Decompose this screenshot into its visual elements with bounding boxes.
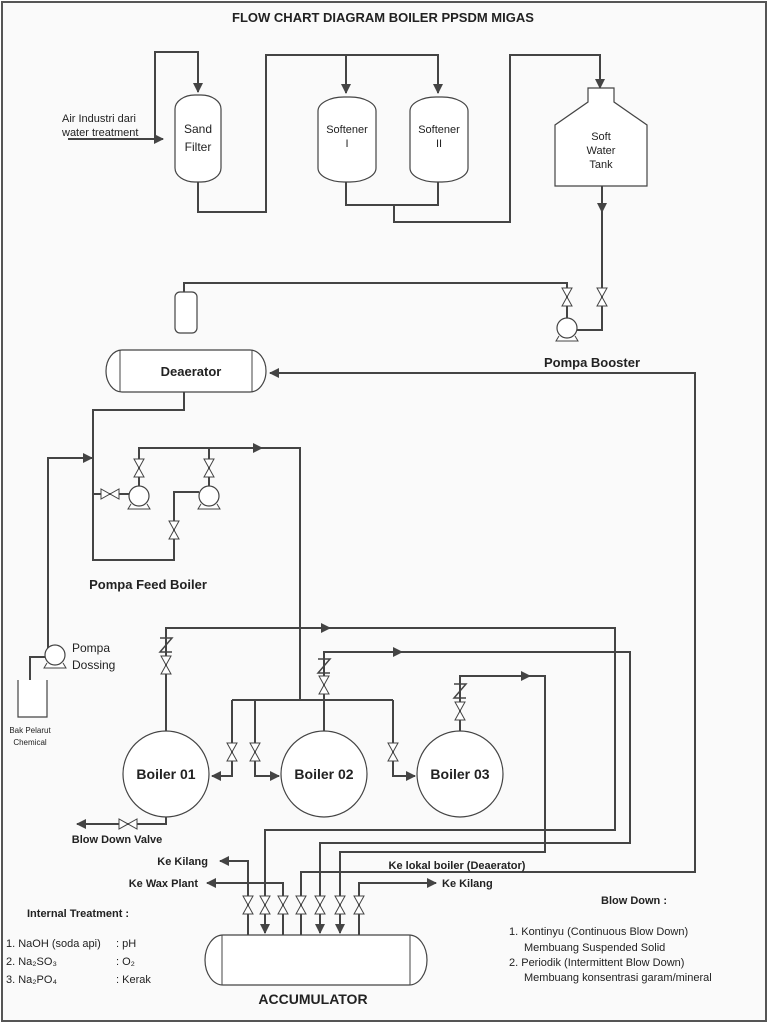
accumulator	[204, 934, 428, 986]
soft-water-tank-label-3: Tank	[589, 159, 613, 171]
boiler-01-label: Boiler 01	[136, 766, 195, 782]
soft-water-tank-label-2: Water	[587, 145, 616, 157]
treatment-item: 1. NaOH (soda api)	[6, 938, 101, 950]
treatment-item: 2. Na₂SO₃	[6, 956, 57, 968]
dossing-pump-icon	[43, 644, 67, 669]
blow-down-line: 1. Kontinyu (Continuous Blow Down)	[509, 926, 688, 938]
feed-pump-icon	[127, 485, 151, 510]
softener-1-label: Softener	[326, 124, 368, 136]
treatment-effect: : O₂	[116, 956, 135, 968]
sand-filter-label-2: Filter	[185, 140, 212, 154]
internal-treatment-heading: Internal Treatment :	[27, 908, 129, 920]
ke-wax-plant-label: Ke Wax Plant	[129, 878, 199, 890]
blow-down-heading: Blow Down :	[601, 895, 667, 907]
deaerator-label: Deaerator	[161, 364, 222, 379]
softener-1-label-2: I	[345, 138, 348, 150]
boiler-03-label: Boiler 03	[430, 766, 489, 782]
softener-2-label: Softener	[418, 124, 460, 136]
blow-down-line: 2. Periodik (Intermittent Blow Down)	[509, 957, 684, 969]
deaerator-dome	[174, 291, 198, 334]
feed-pump-icon	[197, 485, 221, 510]
soft-water-tank	[554, 87, 648, 187]
treatment-effect: : pH	[116, 938, 136, 950]
treatment-effect: : Kerak	[116, 974, 151, 986]
diagram-title: FLOW CHART DIAGRAM BOILER PPSDM MIGAS	[232, 10, 534, 25]
softener-2-label-2: II	[436, 138, 442, 150]
pipe-feed	[29, 392, 301, 700]
bak-pelarut-label: Bak Pelarut	[9, 726, 51, 735]
boiler-03	[416, 730, 504, 818]
blow-down-line: Membuang konsentrasi garam/mineral	[524, 972, 712, 984]
pompa-feed-boiler-label: Pompa Feed Boiler	[89, 577, 207, 592]
boiler-01	[122, 730, 210, 818]
boiler-02-label: Boiler 02	[294, 766, 353, 782]
pipe-water-treatment	[68, 51, 605, 223]
inlet-label: Air Industri dari	[62, 113, 136, 125]
softener-1	[317, 96, 377, 183]
pompa-dossing-label-2: Dossing	[72, 658, 115, 672]
pompa-dossing-label: Pompa	[72, 641, 110, 655]
accumulator-label: ACCUMULATOR	[258, 991, 367, 1007]
ke-lokal-boiler-label: Ke lokal boiler (Deaerator)	[389, 860, 526, 872]
ke-kilang-right-label: Ke Kilang	[442, 878, 493, 890]
inlet-label-2: water treatment	[61, 127, 138, 139]
booster-pump-icon	[555, 317, 579, 342]
treatment-item: 3. Na₂PO₄	[6, 974, 57, 986]
softener-2	[409, 96, 469, 183]
ke-kilang-left-label: Ke Kilang	[157, 856, 208, 868]
chemical-tank	[17, 680, 48, 718]
sand-filter	[174, 94, 222, 183]
boiler-02	[280, 730, 368, 818]
deaerator	[105, 349, 267, 393]
pompa-booster-label: Pompa Booster	[544, 355, 640, 370]
sand-filter-label: Sand	[184, 122, 212, 136]
bak-pelarut-label-2: Chemical	[13, 738, 47, 747]
blow-down-valve-label: Blow Down Valve	[72, 834, 162, 846]
blow-down-line: Membuang Suspended Solid	[524, 942, 665, 954]
pipe-boiler-feed	[211, 699, 416, 781]
soft-water-tank-label: Soft	[591, 131, 611, 143]
